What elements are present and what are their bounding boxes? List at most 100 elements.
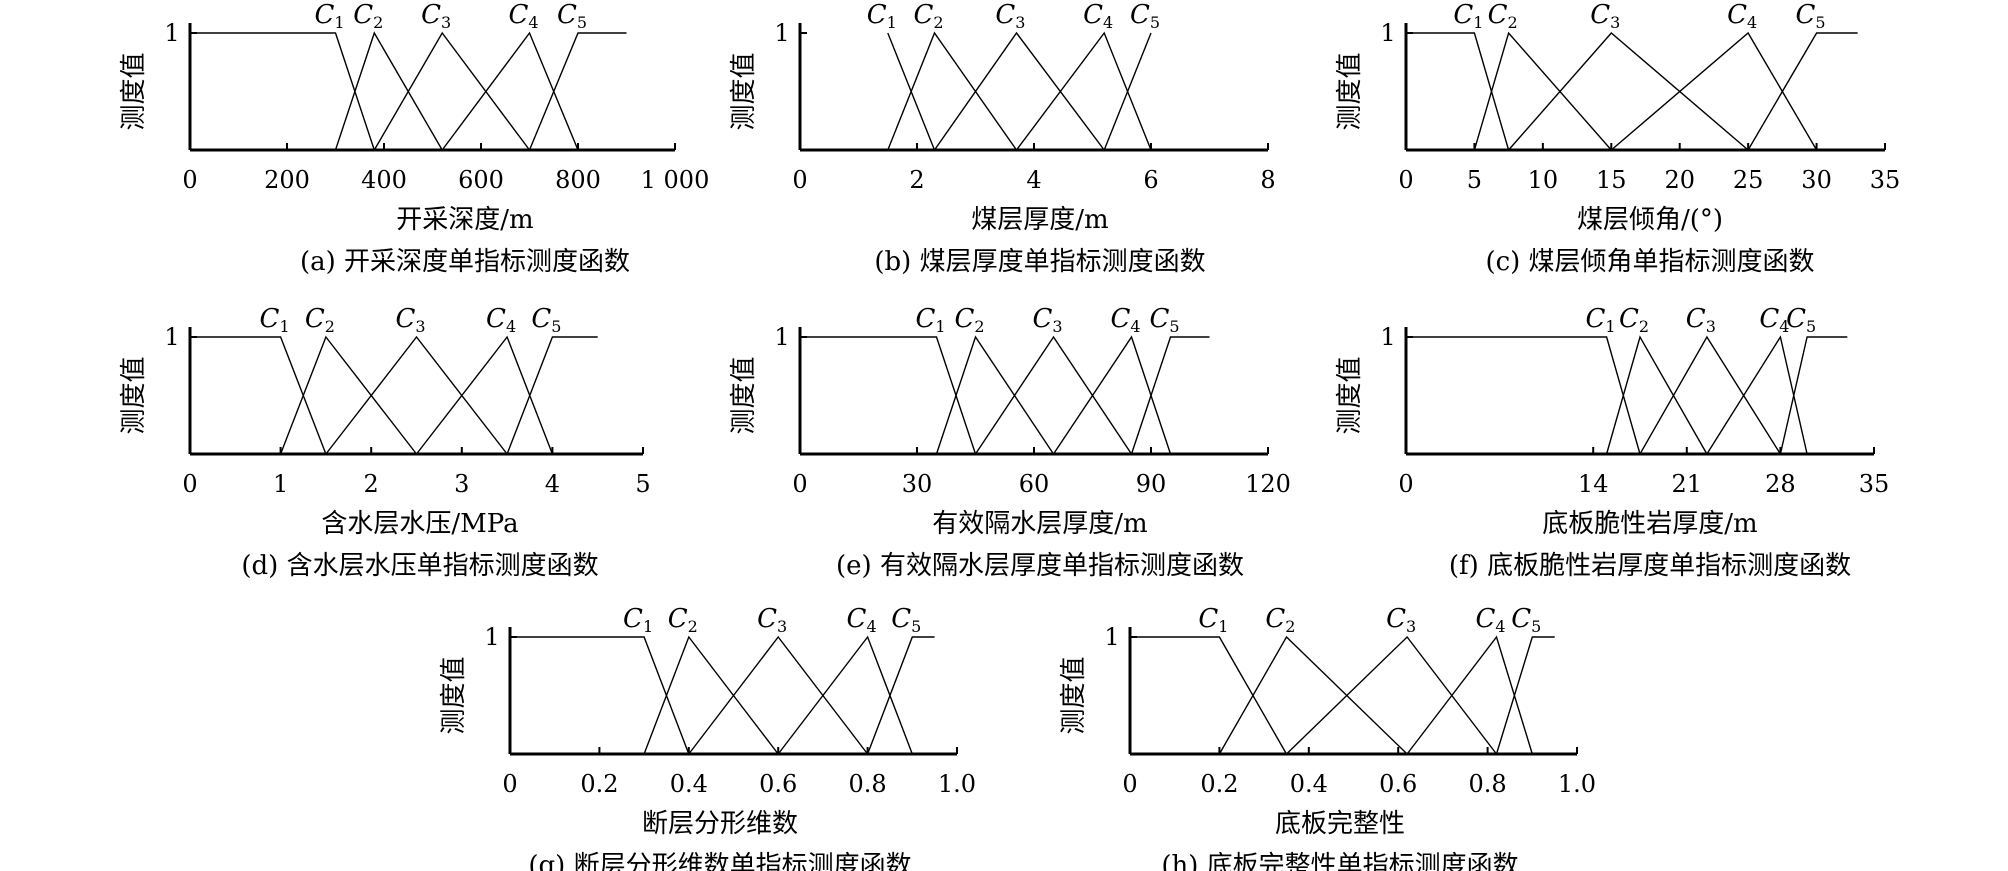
x-tick-label: 0.6 (759, 770, 797, 798)
series-c1-line (510, 636, 690, 755)
x-tick-label: 0 (792, 166, 807, 194)
y-tick-label: 1 (1380, 323, 1395, 351)
series-c1-line (1406, 32, 1510, 151)
series-label-c1: C1 (1586, 304, 1616, 336)
series-c4-line (415, 335, 554, 455)
series-label-c2: C2 (914, 0, 944, 32)
x-tick-label: 28 (1765, 470, 1796, 498)
series-label-c1: C1 (1453, 0, 1483, 32)
series-c3-line (1286, 635, 1498, 755)
y-axis-label: 测度值 (439, 656, 469, 734)
series-c2-line (643, 635, 779, 755)
x-tick-label: 0 (182, 470, 197, 498)
x-tick-label: 1.0 (938, 770, 976, 798)
y-tick-label: 1 (484, 623, 499, 651)
x-axis-label: 煤层倾角/(°) (1577, 205, 1723, 235)
x-tick-label: 0.4 (670, 770, 708, 798)
series-c5-line (866, 636, 935, 755)
series-label-c3: C3 (395, 304, 425, 336)
series-c5-line (528, 32, 627, 151)
x-axis-label: 底板完整性 (1275, 809, 1405, 839)
panel-caption: (d) 含水层水压单指标测度函数 (241, 551, 598, 581)
panel-caption: (b) 煤层厚度单指标测度函数 (874, 247, 1205, 277)
y-tick-label: 1 (1104, 623, 1119, 651)
series-label-c4: C4 (1083, 0, 1113, 32)
series-label-c4: C4 (847, 604, 877, 636)
x-tick-label: 10 (1528, 166, 1559, 194)
series-c1-line (190, 336, 327, 455)
x-tick-label: 4 (545, 470, 560, 498)
x-tick-label: 800 (555, 166, 601, 194)
series-label-c3: C3 (1386, 604, 1416, 636)
series-c2-line (1473, 31, 1612, 151)
series-label-c4: C4 (1475, 604, 1505, 636)
series-label-c3: C3 (995, 0, 1025, 32)
series-label-c4: C4 (508, 0, 538, 32)
series-c2-line (334, 31, 443, 151)
x-tick-label: 35 (1870, 166, 1901, 194)
series-label-c3: C3 (757, 604, 787, 636)
series-label-c5: C5 (1796, 0, 1826, 32)
panel-caption: (h) 底板完整性单指标测度函数 (1161, 851, 1518, 871)
series-label-c2: C2 (954, 304, 984, 336)
x-axis-label: 含水层水压/MPa (321, 509, 518, 539)
x-tick-label: 0.6 (1379, 770, 1417, 798)
y-axis-label: 测度值 (1059, 656, 1089, 734)
series-label-c5: C5 (1511, 604, 1541, 636)
x-tick-label: 60 (1019, 470, 1050, 498)
series-label-c3: C3 (421, 0, 451, 32)
y-tick-label: 1 (164, 19, 179, 47)
x-tick-label: 20 (1664, 166, 1695, 194)
x-tick-label: 0.8 (1469, 770, 1507, 798)
series-label-c1: C1 (314, 0, 344, 32)
x-tick-label: 1.0 (1558, 770, 1596, 798)
series-c4-line (1015, 31, 1152, 151)
x-axis-label: 开采深度/m (396, 205, 533, 235)
x-tick-label: 90 (1136, 470, 1167, 498)
series-label-c5: C5 (1130, 0, 1160, 32)
x-tick-label: 15 (1596, 166, 1627, 194)
series-c5-line (1495, 636, 1555, 755)
series-c1-line (1406, 336, 1641, 455)
panel-caption: (c) 煤层倾角单指标测度函数 (1485, 247, 1814, 277)
series-label-c4: C4 (1759, 304, 1789, 336)
series-label-c4: C4 (1110, 304, 1140, 336)
x-axis-label: 底板脆性岩厚度/m (1542, 509, 1757, 539)
panel-caption: (f) 底板脆性岩厚度单指标测度函数 (1449, 551, 1851, 581)
y-axis-label: 测度值 (119, 52, 149, 130)
series-c4-line (441, 31, 579, 151)
x-tick-label: 0 (182, 166, 197, 194)
series-c3-line (933, 31, 1105, 151)
y-axis-label: 测度值 (729, 356, 759, 434)
x-tick-label: 0.2 (1200, 770, 1238, 798)
series-c3-line (688, 635, 869, 755)
series-c2-line (935, 335, 1055, 455)
x-tick-label: 200 (264, 166, 310, 194)
series-c5-line (506, 336, 598, 455)
series-label-c5: C5 (557, 0, 587, 32)
series-label-c2: C2 (353, 0, 383, 32)
series-label-c3: C3 (1686, 304, 1716, 336)
x-tick-label: 30 (902, 470, 933, 498)
series-c5-line (1130, 336, 1210, 455)
series-label-c3: C3 (1590, 0, 1620, 32)
series-label-c5: C5 (531, 304, 561, 336)
x-tick-label: 21 (1672, 470, 1703, 498)
x-tick-label: 600 (458, 166, 504, 194)
y-tick-label: 1 (774, 19, 789, 47)
x-tick-label: 0 (1398, 470, 1413, 498)
series-c4-line (1706, 335, 1808, 455)
series-c1-line (1130, 636, 1288, 755)
y-tick-label: 1 (1380, 19, 1395, 47)
x-tick-label: 0 (1398, 166, 1413, 194)
x-tick-label: 1 (273, 470, 288, 498)
x-tick-label: 6 (1143, 166, 1158, 194)
x-tick-label: 0.4 (1290, 770, 1328, 798)
